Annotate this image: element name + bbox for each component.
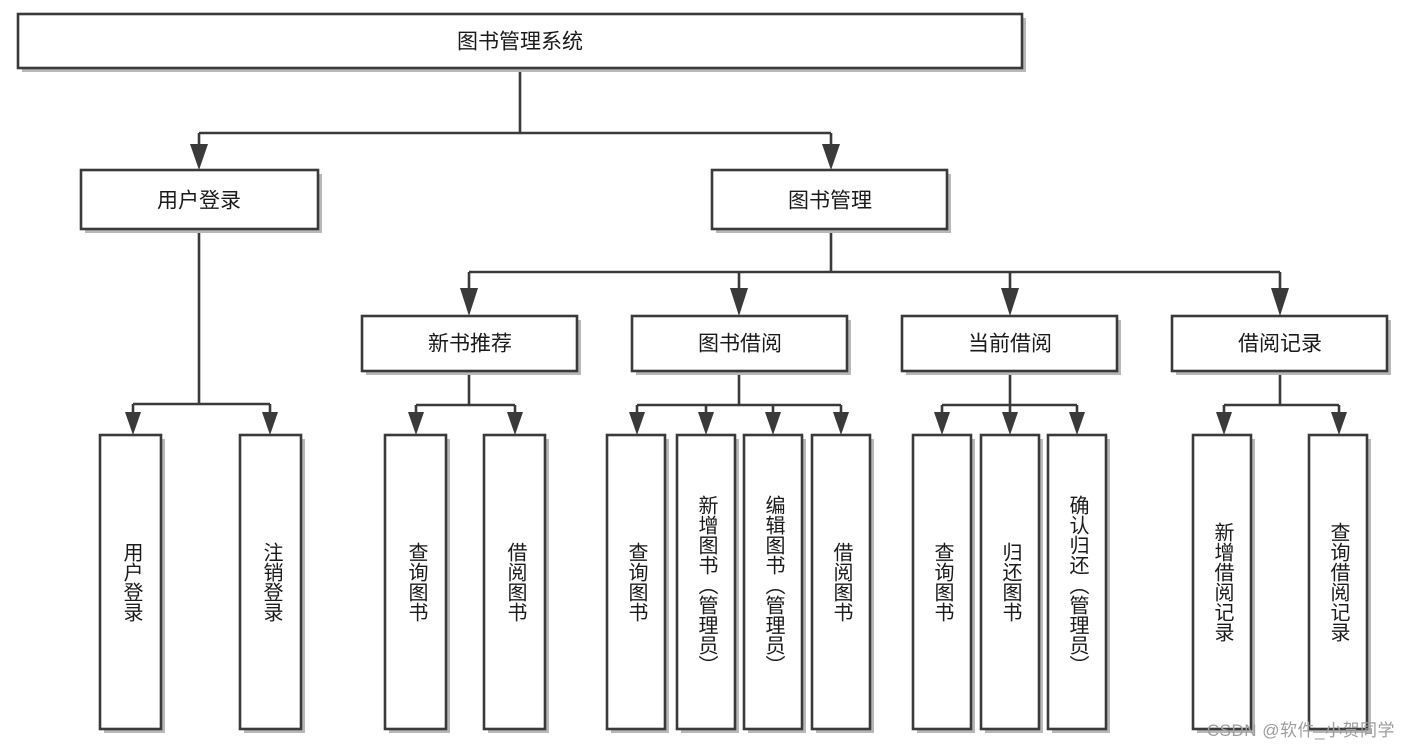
leaf-user-login-2-label: 注销登录 (260, 542, 283, 622)
leaf-borrow-record-2[interactable]: 查询借阅记录 (1307, 433, 1371, 733)
leaf-book-borrow-2[interactable]: 新增图书（管理员） (675, 433, 739, 733)
leaf-current-borrow-3[interactable]: 确认归还（管理员） (1046, 433, 1110, 733)
node-new-book-recommend[interactable]: 新书推荐 (360, 314, 581, 375)
leaf-current-borrow-2[interactable]: 归还图书 (979, 433, 1043, 733)
leaf-current-borrow-3-label: 确认归还（管理员） (1066, 495, 1089, 675)
leaf-book-borrow-2-label: 新增图书（管理员） (695, 495, 718, 675)
leaf-user-login-1[interactable]: 用户登录 (98, 433, 165, 733)
leaf-book-borrow-3[interactable]: 编辑图书（管理员） (742, 433, 806, 733)
leaf-book-borrow-1[interactable]: 查询图书 (605, 433, 669, 733)
leaf-book-borrow-4-label: 借阅图书 (830, 542, 853, 622)
connector-user-login-to-leaves (125, 233, 278, 435)
node-root-system-label: 图书管理系统 (457, 31, 583, 54)
node-borrow-record-label: 借阅记录 (1238, 333, 1322, 356)
leaf-book-borrow-4[interactable]: 借阅图书 (810, 433, 874, 733)
node-root-system[interactable]: 图书管理系统 (16, 12, 1026, 72)
leaf-user-login-1-label: 用户登录 (120, 542, 143, 622)
leaf-book-borrow-3-label: 编辑图书（管理员） (762, 495, 785, 675)
connector-book-borrow-to-leaves (629, 375, 849, 435)
leaf-user-login-2[interactable]: 注销登录 (238, 433, 305, 733)
connector-book-manage-to-level3 (460, 233, 1289, 316)
connector-current-borrow-to-leaves (934, 375, 1085, 435)
connector-root-to-level2 (190, 68, 840, 170)
leaf-borrow-record-1[interactable]: 新增借阅记录 (1191, 433, 1255, 733)
node-book-borrow-label: 图书借阅 (698, 333, 782, 356)
node-new-book-recommend-label: 新书推荐 (428, 333, 512, 356)
leaf-new-book-2[interactable]: 借阅图书 (482, 433, 549, 733)
leaf-new-book-2-label: 借阅图书 (504, 542, 527, 622)
node-user-login[interactable]: 用户登录 (79, 168, 322, 233)
node-current-borrow[interactable]: 当前借阅 (900, 314, 1121, 375)
node-user-login-label: 用户登录 (157, 190, 241, 213)
node-book-management-label: 图书管理 (788, 190, 872, 213)
leaf-new-book-1-label: 查询图书 (405, 542, 428, 622)
node-current-borrow-label: 当前借阅 (968, 333, 1052, 356)
leaf-current-borrow-1[interactable]: 查询图书 (911, 433, 975, 733)
node-book-borrow[interactable]: 图书借阅 (630, 314, 851, 375)
connector-new-book-to-leaves (408, 375, 523, 435)
connector-borrow-record-to-leaves (1216, 375, 1347, 435)
node-borrow-record[interactable]: 借阅记录 (1170, 314, 1391, 375)
leaf-book-borrow-1-label: 查询图书 (625, 542, 648, 622)
leaf-new-book-1[interactable]: 查询图书 (383, 433, 450, 733)
leaf-current-borrow-2-label: 归还图书 (999, 542, 1022, 622)
node-book-management[interactable]: 图书管理 (710, 168, 951, 233)
leaf-borrow-record-2-label: 查询借阅记录 (1327, 522, 1350, 642)
leaf-borrow-record-1-label: 新增借阅记录 (1211, 522, 1234, 642)
leaf-current-borrow-1-label: 查询图书 (931, 542, 954, 622)
